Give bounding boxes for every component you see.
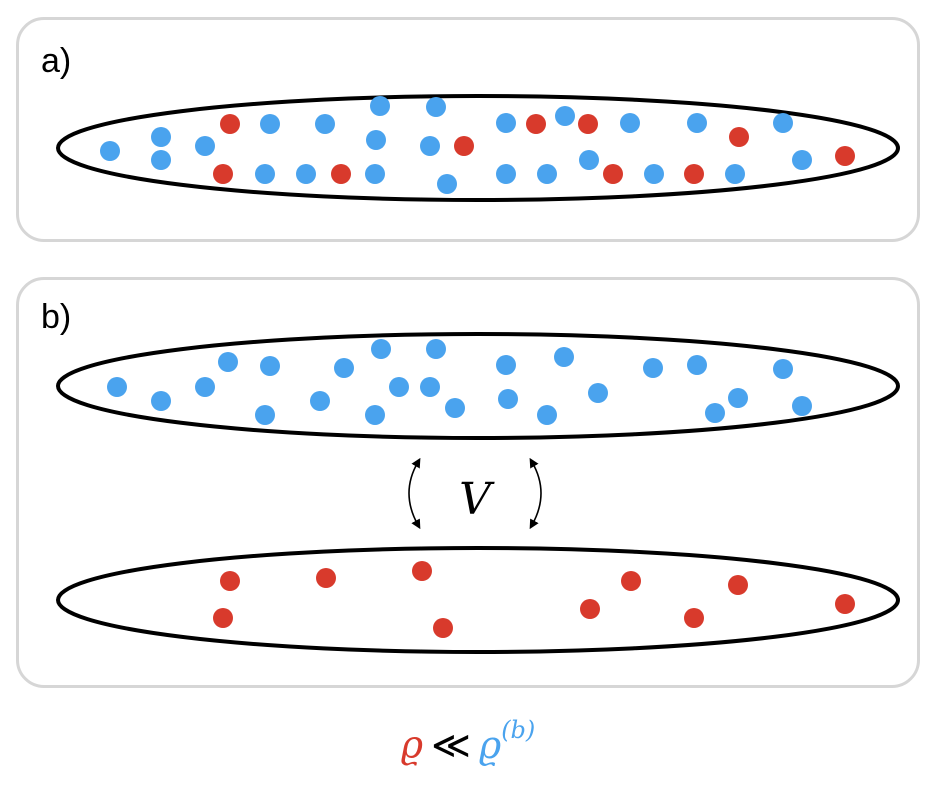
much-less-than-symbol: ≪ [431,722,471,767]
impurity-particle [729,127,749,147]
panel-b-label: b) [41,298,72,336]
bath-particle [554,347,574,367]
bath-particle [437,174,457,194]
bath-particle [195,136,215,156]
bath-particles [107,339,812,425]
bath-particle [687,113,707,133]
bath-particle [496,113,516,133]
bath-particle [496,164,516,184]
bath-particle [498,389,518,409]
mixed-cloud-ellipse [56,94,900,202]
bath-particle [310,391,330,411]
bath-particle [107,377,127,397]
bath-particle [728,388,748,408]
bath-particle [151,150,171,170]
impurity-particle [454,136,474,156]
impurity-particle [331,164,351,184]
bath-particle [620,113,640,133]
bath-particle [773,359,793,379]
bath-particle [773,113,793,133]
bath-particle [588,383,608,403]
impurity-particle [526,114,546,134]
bath-particle [496,355,516,375]
bath-particle [792,150,812,170]
bath-particle [537,405,557,425]
bath-particle [389,377,409,397]
panel-a-particles [100,96,855,194]
panel-a-label: a) [41,42,72,80]
impurity-particle [433,618,453,638]
bath-particle [365,405,385,425]
panel-b: b) [16,277,920,688]
coupling-label: V [459,474,495,525]
impurity-particle [220,114,240,134]
bath-particle [296,164,316,184]
bath-particle [705,403,725,423]
impurity-particle [835,146,855,166]
bath-particle [420,377,440,397]
impurity-particle [621,571,641,591]
bath-particle [366,130,386,150]
bath-particle [100,141,120,161]
bath-particle [579,150,599,170]
coupling-arrow-right [529,457,542,530]
bath-particle [644,164,664,184]
bath-particle [371,339,391,359]
bath-particle [420,136,440,156]
impurity-particle [213,608,233,628]
bath-particle [445,398,465,418]
impurity-particle [603,164,623,184]
impurity-particle [578,114,598,134]
impurity-particle [316,568,336,588]
bath-particle [334,358,354,378]
bath-particle [255,405,275,425]
bath-particle [195,377,215,397]
impurity-particle [213,164,233,184]
bath-particle [218,352,238,372]
bath-density-superscript: (b) [501,716,536,744]
bath-particle [687,355,707,375]
bath-particle [426,339,446,359]
bath-particle [260,114,280,134]
bath-particle [151,391,171,411]
bath-particle [260,356,280,376]
coupling-arrow-left [408,457,421,530]
bath-density-rho: ϱ [478,722,502,767]
impurity-particle [728,575,748,595]
impurity-density-symbol: ϱ [400,722,424,767]
bath-density-symbol: ϱ(b) [478,716,535,767]
bath-particle [537,164,557,184]
bath-particle [315,114,335,134]
impurity-particle [684,608,704,628]
bath-particle [255,164,275,184]
impurity-particle [412,561,432,581]
bath-particle [792,396,812,416]
bath-particle [426,97,446,117]
impurity-particle [835,594,855,614]
bath-particle [555,106,575,126]
bath-particle [643,358,663,378]
impurity-particle [684,164,704,184]
bath-cloud-ellipse [56,332,900,440]
bath-particle [365,164,385,184]
bath-particle [370,96,390,116]
bath-particle [151,127,171,147]
impurity-particle [220,571,240,591]
impurity-cloud-ellipse [56,546,900,654]
density-relation: ϱ≪ϱ(b) [0,716,936,767]
bath-particle [725,164,745,184]
impurity-particles [213,561,855,638]
impurity-particle [580,599,600,619]
